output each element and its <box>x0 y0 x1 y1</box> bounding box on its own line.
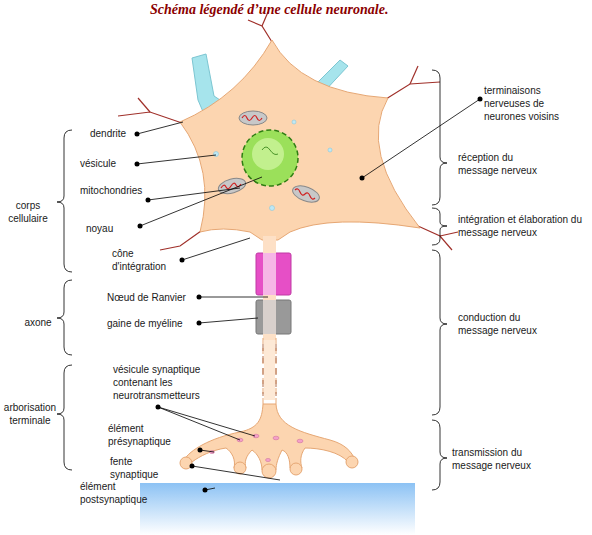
part-label: vésicule synaptique contenant les neurot… <box>113 363 213 402</box>
part-label: corps cellulaire <box>2 199 54 225</box>
part-label: conduction du message nerveux <box>458 311 540 337</box>
part-label: intégration et élaboration du message ne… <box>458 213 586 239</box>
synaptic-knobs <box>180 456 358 478</box>
part-label: mitochondries <box>80 184 160 197</box>
axon <box>263 236 276 340</box>
part-label: élément postsynaptique <box>80 480 152 506</box>
cell-body <box>180 40 420 240</box>
nucleolus <box>252 138 284 170</box>
leader-dots <box>135 97 483 493</box>
part-label: vésicule <box>80 157 140 170</box>
myelin-sheath <box>256 300 291 334</box>
mitochondria <box>217 111 322 205</box>
leader-lines <box>137 99 480 490</box>
part-label: fente synaptique <box>110 455 172 481</box>
part-label: réception du message nerveux <box>458 151 540 177</box>
part-label: Nœud de Ranvier <box>107 291 207 304</box>
part-label: cône d'intégration <box>112 247 180 273</box>
dendrites <box>118 12 458 250</box>
vesicles <box>214 120 333 211</box>
postsynaptic-element <box>140 483 415 535</box>
part-label: élément présynaptique <box>108 422 178 448</box>
myelin-sheath <box>256 253 291 295</box>
brackets <box>57 70 447 490</box>
nucleus <box>242 130 298 186</box>
part-label: noyau <box>86 222 136 235</box>
part-label: dendrite <box>90 127 150 140</box>
part-label: gaine de myéline <box>107 317 207 330</box>
synaptic-vesicles <box>210 434 304 461</box>
part-label: axone <box>18 316 58 329</box>
terminal-arborisation <box>184 404 355 470</box>
diagram-title: Schéma légendé d’une cellule neuronale. <box>150 2 388 18</box>
part-label: arborisation terminale <box>0 401 60 427</box>
part-label: transmission du message nerveux <box>452 446 534 472</box>
part-label: terminaisons nerveuses de neurones voisi… <box>484 84 570 123</box>
